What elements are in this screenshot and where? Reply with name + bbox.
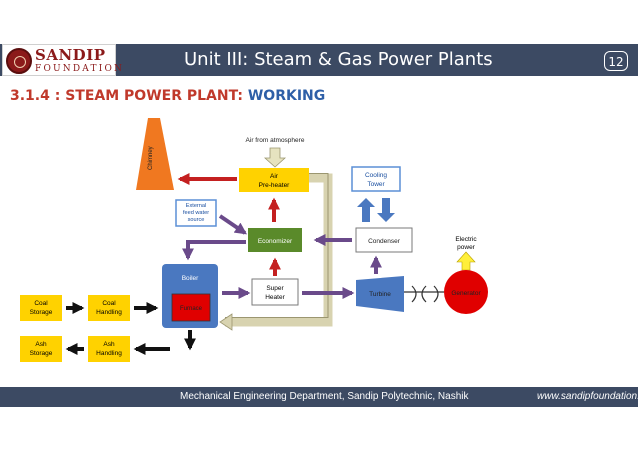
air-preheater-line2: Pre-heater — [259, 182, 291, 189]
cooling-tower-box — [351, 166, 401, 192]
svg-text:Pre-heater: Pre-heater — [259, 182, 291, 189]
cooling-down-arrow — [377, 198, 395, 222]
air-intake-arrow — [263, 147, 287, 168]
svg-text:Air: Air — [270, 173, 279, 180]
economizer-to-boiler-arrow — [182, 240, 246, 261]
coal-storage-line2: Storage — [30, 309, 53, 316]
condenser-label: Condenser — [368, 238, 401, 245]
svg-text:feed water: feed water — [183, 210, 209, 216]
svg-text:Storage: Storage — [30, 350, 53, 357]
svg-text:Electric: Electric — [455, 236, 477, 243]
svg-text:External: External — [186, 203, 207, 209]
seal-icon — [6, 48, 32, 74]
super-heater-line1: Super — [266, 285, 284, 292]
electric-power-arrow — [456, 251, 476, 271]
footer-department: Mechanical Engineering Department, Sandi… — [180, 391, 469, 402]
svg-text:Ash: Ash — [103, 341, 115, 348]
section-prefix: 3.1.4 : STEAM POWER PLANT: — [10, 88, 248, 104]
section-highlight: WORKING — [247, 88, 326, 104]
svg-text:Coal: Coal — [34, 300, 48, 307]
ash-handling-box — [88, 336, 130, 362]
logo-top-text: SANDIP — [35, 46, 106, 64]
electric-power-line1: Electric — [455, 236, 477, 243]
svg-text:Coal: Coal — [102, 300, 116, 307]
svg-text:Tower: Tower — [367, 181, 385, 188]
svg-text:Heater: Heater — [265, 294, 285, 301]
turbine-label: Turbine — [369, 291, 391, 298]
svg-text:power: power — [457, 244, 476, 251]
coal-storage-line1: Coal — [34, 300, 48, 307]
super-heater-line2: Heater — [265, 294, 285, 301]
air-preheater-line1: Air — [270, 173, 279, 180]
boiler-label: Boiler — [182, 275, 199, 282]
duct-arrow-head — [219, 313, 233, 331]
footer-bar — [0, 387, 638, 407]
svg-text:Super: Super — [266, 285, 284, 292]
section-heading: 3.1.4 : STEAM POWER PLANT: WORKING — [10, 88, 325, 104]
air-atmosphere-label: Air from atmosphere — [246, 137, 305, 144]
svg-text:Handling: Handling — [96, 309, 122, 316]
sandip-logo[interactable]: SANDIP FOUNDATION — [2, 44, 122, 76]
turbine-shape — [356, 276, 404, 312]
page-number: 12 — [604, 51, 628, 71]
economizer-box — [248, 228, 302, 252]
svg-text:Ash: Ash — [35, 341, 47, 348]
electric-power-line2: power — [457, 244, 476, 251]
chimney — [136, 118, 174, 190]
chimney-label: Chimney — [148, 146, 154, 170]
furnace-label: Furnace — [180, 306, 203, 312]
ash-handling-line2: Handling — [96, 350, 122, 357]
external-feed-line1: External — [186, 203, 207, 209]
coal-handling-box — [88, 295, 130, 321]
furnace-box — [171, 293, 211, 322]
shaft-coupling — [404, 285, 444, 303]
logo-bottom-text: FOUNDATION — [35, 64, 125, 74]
air-preheater-box — [239, 168, 309, 192]
cooling-tower-line1: Cooling — [365, 172, 387, 179]
svg-text:source: source — [188, 217, 205, 223]
external-feed-line2: feed water — [183, 210, 209, 216]
feed-to-economizer-arrow — [218, 214, 247, 235]
ash-storage-box — [20, 336, 62, 362]
svg-text:Cooling: Cooling — [365, 172, 387, 179]
coal-handling-line1: Coal — [102, 300, 116, 307]
generator-label: Generator — [451, 290, 481, 297]
cooling-tower-line2: Tower — [367, 181, 385, 188]
generator-circle — [444, 270, 488, 314]
ash-handling-line1: Ash — [103, 341, 115, 348]
economizer-label: Economizer — [258, 238, 293, 245]
ash-storage-line2: Storage — [30, 350, 53, 357]
external-feed-box — [175, 199, 217, 227]
cooling-up-arrow — [357, 198, 375, 222]
coal-storage-box — [20, 295, 62, 321]
ash-storage-line1: Ash — [35, 341, 47, 348]
external-feed-line3: source — [188, 217, 205, 223]
svg-text:Storage: Storage — [30, 309, 53, 316]
svg-text:Handling: Handling — [96, 350, 122, 357]
coal-handling-line2: Handling — [96, 309, 122, 316]
super-heater-box — [251, 278, 299, 306]
footer-url[interactable]: www.sandipfoundation.org — [537, 391, 638, 402]
condenser-box — [355, 227, 413, 253]
slide-title: Unit III: Steam & Gas Power Plants — [184, 49, 493, 70]
